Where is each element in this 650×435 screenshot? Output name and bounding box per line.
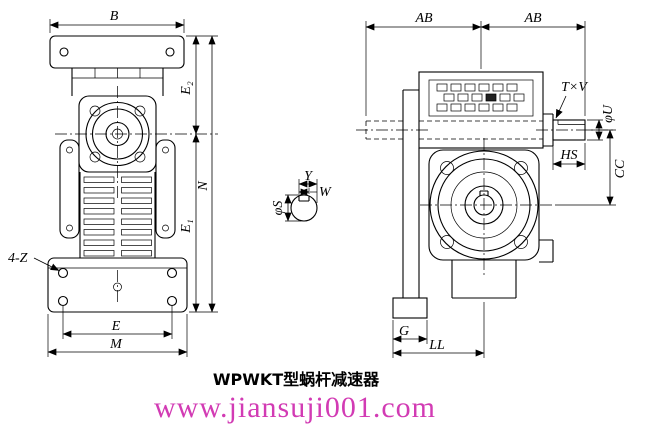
base-bolt-hole — [57, 295, 69, 307]
base-bolt-hole — [166, 295, 178, 307]
mounting-base — [47, 257, 188, 313]
front-view: B E₂ E₁ N E M 4-Z — [8, 9, 218, 357]
mounting-foot — [392, 297, 428, 319]
flange-bolt-hole — [89, 151, 101, 163]
dim-label-E1: E₁ — [179, 219, 194, 233]
top-flange — [49, 35, 185, 69]
dim-label-CC: CC — [613, 159, 628, 178]
base-bolt-hole — [57, 267, 69, 279]
flange-bolt-hole — [514, 161, 528, 175]
keyway-slot — [298, 196, 310, 202]
key-callout-TxV: T×V — [561, 80, 588, 95]
shaft-section-detail: φS Y W — [271, 169, 332, 222]
dim-label-E: E — [111, 319, 121, 334]
dim-label-Y: Y — [304, 169, 314, 184]
dim-label-G: G — [399, 324, 409, 339]
dim-label-N: N — [196, 181, 211, 192]
cooling-fins — [83, 176, 152, 257]
dim-label-LL: LL — [428, 338, 445, 353]
figure-caption: WPWKT型蜗杆减速器 — [213, 370, 380, 389]
watermark-text: www.jiansuji001.com — [154, 391, 436, 424]
top-flange-hole — [59, 47, 69, 57]
dim-label-B: B — [110, 9, 119, 24]
dim-label-M: M — [109, 337, 123, 352]
top-flange-hole — [165, 47, 175, 57]
flange-bolt-hole — [440, 161, 454, 175]
side-bracket — [59, 139, 80, 239]
dim-label-E2: E₂ — [179, 81, 194, 96]
worm-housing — [418, 71, 544, 149]
side-view: AB AB T×V φU HS CC G LL — [356, 11, 628, 358]
dim-label-AB-left: AB — [414, 11, 433, 26]
side-bracket — [155, 139, 176, 239]
shaft-circle — [290, 194, 318, 222]
flange-bolt-hole — [514, 235, 528, 249]
hole-callout-4Z: 4-Z — [8, 251, 28, 266]
flange-bolt-hole — [89, 105, 101, 117]
dim-label-AB-right: AB — [523, 11, 542, 26]
dim-label-phiU: φU — [601, 104, 616, 123]
base-bolt-hole — [166, 267, 178, 279]
dim-label-phiS: φS — [271, 201, 286, 216]
flange-bolt-hole — [134, 151, 146, 163]
dim-label-W: W — [319, 185, 332, 200]
housing-rib-pattern — [436, 83, 525, 112]
flange-bolt-hole — [440, 235, 454, 249]
dim-label-HS: HS — [559, 148, 577, 163]
output-keyway — [479, 190, 489, 196]
flange-bolt-hole — [134, 105, 146, 117]
